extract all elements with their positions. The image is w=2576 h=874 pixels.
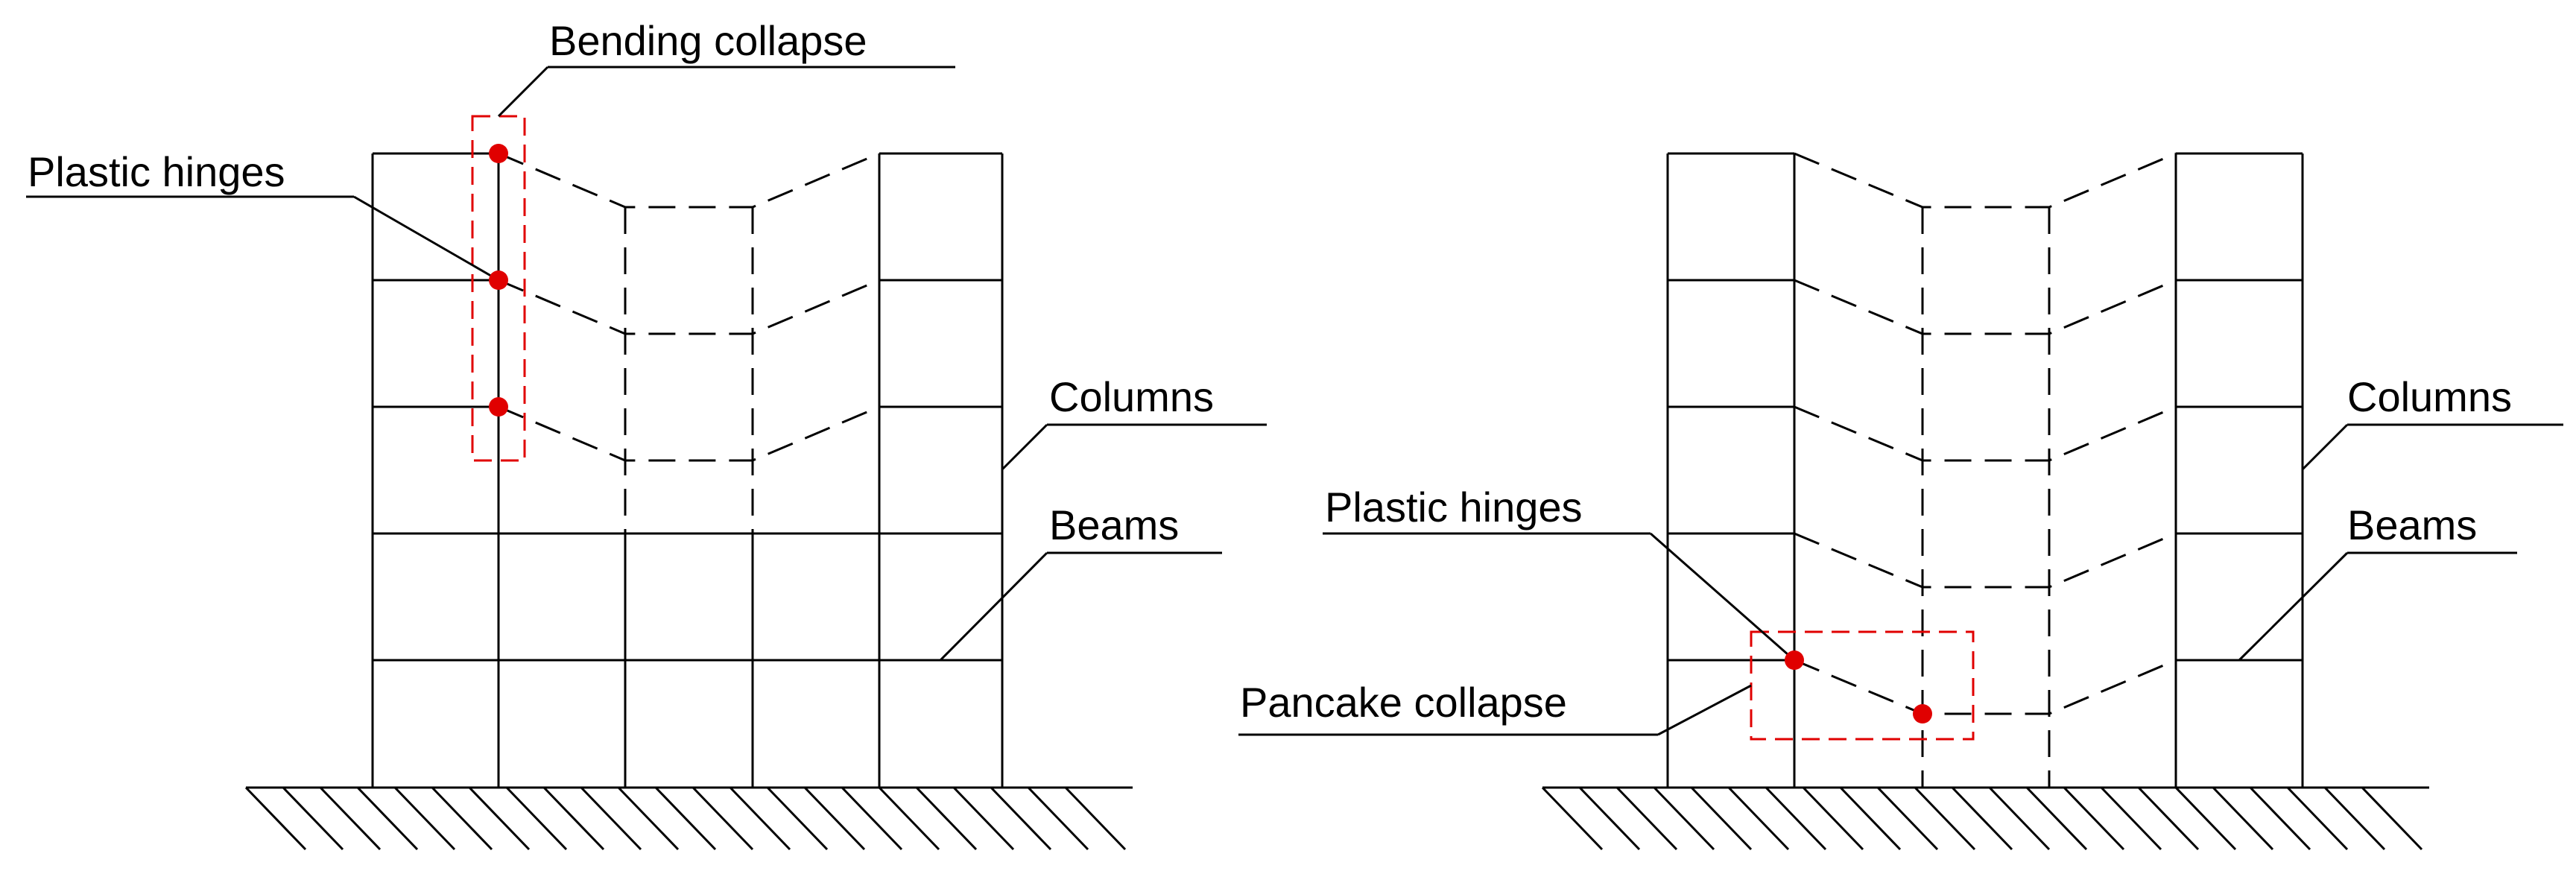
- ground-hatch-stroke: [1578, 786, 1641, 851]
- ground-hatch-stroke: [319, 786, 382, 851]
- ground-hatch-stroke: [1839, 786, 1902, 851]
- plastic-hinge-dot: [489, 144, 508, 163]
- left-diagram: [26, 66, 1267, 851]
- ground-hatch-stroke: [1653, 786, 1715, 851]
- ground-hatch-stroke: [2137, 786, 2200, 851]
- left-deformed-beam-roof: [498, 152, 880, 209]
- right-plastic-hinges-label: Plastic hinges: [1325, 484, 1583, 531]
- ground-hatch-stroke: [356, 786, 419, 851]
- right-pancake-collapse-label: Pancake collapse: [1240, 679, 1567, 726]
- ground-hatch-stroke: [244, 786, 307, 851]
- left-bending-leader: [497, 66, 549, 118]
- right-ground: [1541, 786, 2429, 851]
- ground-hatch-stroke: [505, 786, 568, 851]
- right-columns-leader: [2301, 423, 2349, 471]
- right-deformed-beam-floor-1: [1794, 659, 2177, 715]
- ground-hatch-stroke: [803, 786, 866, 851]
- right-deformed-beam-floor-3: [1794, 405, 2177, 462]
- left-bending-highlight-box: [471, 115, 526, 462]
- right-intact-frame: [1666, 152, 2304, 788]
- left-beams-leader: [939, 551, 1048, 662]
- right-deformed-frame: [1794, 152, 2177, 788]
- right-beams-leader: [2238, 551, 2349, 662]
- ground-hatch-stroke: [1988, 786, 2051, 851]
- ground-hatch-stroke: [1690, 786, 1753, 851]
- left-intact-frame: [371, 152, 1004, 788]
- ground-hatch-stroke: [393, 786, 456, 851]
- ground-hatch-stroke: [915, 786, 978, 851]
- plastic-hinge-dot: [489, 270, 508, 290]
- ground-hatch-stroke: [1027, 786, 1089, 851]
- ground-hatch-stroke: [654, 786, 717, 851]
- ground-hatch-stroke: [542, 786, 605, 851]
- ground-hatch-stroke: [2249, 786, 2311, 851]
- left-bending-collapse-label: Bending collapse: [549, 17, 867, 64]
- left-ground: [244, 786, 1133, 851]
- ground-hatch-stroke: [766, 786, 829, 851]
- ground-hatch-stroke: [841, 786, 903, 851]
- ground-hatch-stroke: [1064, 786, 1127, 851]
- ground-hatch-stroke: [1914, 786, 1976, 851]
- plastic-hinge-dot: [1785, 650, 1804, 670]
- right-ground-hatch: [1541, 786, 2423, 851]
- ground-hatch-stroke: [1615, 786, 1678, 851]
- ground-hatch-stroke: [2174, 786, 2237, 851]
- left-ground-hatch: [244, 786, 1127, 851]
- left-beams-label: Beams: [1049, 501, 1179, 548]
- ground-hatch-stroke: [1802, 786, 1864, 851]
- ground-hatch-stroke: [2212, 786, 2274, 851]
- left-deformed-frame: [498, 152, 880, 533]
- ground-hatch-stroke: [1765, 786, 1827, 851]
- ground-hatch-stroke: [990, 786, 1052, 851]
- ground-hatch-stroke: [1541, 786, 1604, 851]
- left-hinge-leader: [353, 195, 499, 282]
- right-beams-label: Beams: [2347, 501, 2477, 548]
- ground-hatch-stroke: [468, 786, 531, 851]
- ground-hatch-stroke: [2286, 786, 2349, 851]
- plastic-hinge-dot: [1913, 704, 1932, 723]
- ground-hatch-stroke: [692, 786, 754, 851]
- ground-hatch-stroke: [952, 786, 1015, 851]
- right-pancake-leader: [1657, 684, 1752, 736]
- ground-hatch-stroke: [1951, 786, 2013, 851]
- ground-hatch-stroke: [2361, 786, 2423, 851]
- plastic-hinge-dot: [489, 397, 508, 417]
- left-deformed-beam-floor-4: [498, 279, 880, 335]
- left-hinges: [489, 144, 508, 417]
- ground-hatch-stroke: [1876, 786, 1939, 851]
- right-deformed-beam-floor-4: [1794, 279, 2177, 335]
- right-pancake-highlight-box: [1750, 630, 1975, 741]
- left-columns-label: Columns: [1049, 373, 1214, 420]
- ground-hatch-stroke: [2323, 786, 2386, 851]
- left-deformed-beam-floor-3: [498, 405, 880, 462]
- ground-hatch-stroke: [2063, 786, 2125, 851]
- ground-hatch-stroke: [282, 786, 344, 851]
- right-hinge-leader: [1650, 532, 1795, 662]
- right-columns-label: Columns: [2347, 373, 2512, 420]
- left-plastic-hinges-label: Plastic hinges: [28, 148, 285, 195]
- ground-hatch-stroke: [580, 786, 642, 851]
- ground-hatch-stroke: [431, 786, 493, 851]
- ground-hatch-stroke: [1727, 786, 1790, 851]
- ground-hatch-stroke: [617, 786, 680, 851]
- ground-hatch-stroke: [878, 786, 940, 851]
- ground-hatch-stroke: [729, 786, 791, 851]
- ground-hatch-stroke: [2100, 786, 2162, 851]
- right-deformed-beam-floor-2: [1794, 532, 2177, 589]
- left-columns-leader: [1001, 423, 1048, 471]
- right-hinges: [1785, 650, 1932, 723]
- ground-hatch-stroke: [2025, 786, 2088, 851]
- right-diagram: [1238, 152, 2563, 851]
- right-deformed-beam-roof: [1794, 152, 2177, 209]
